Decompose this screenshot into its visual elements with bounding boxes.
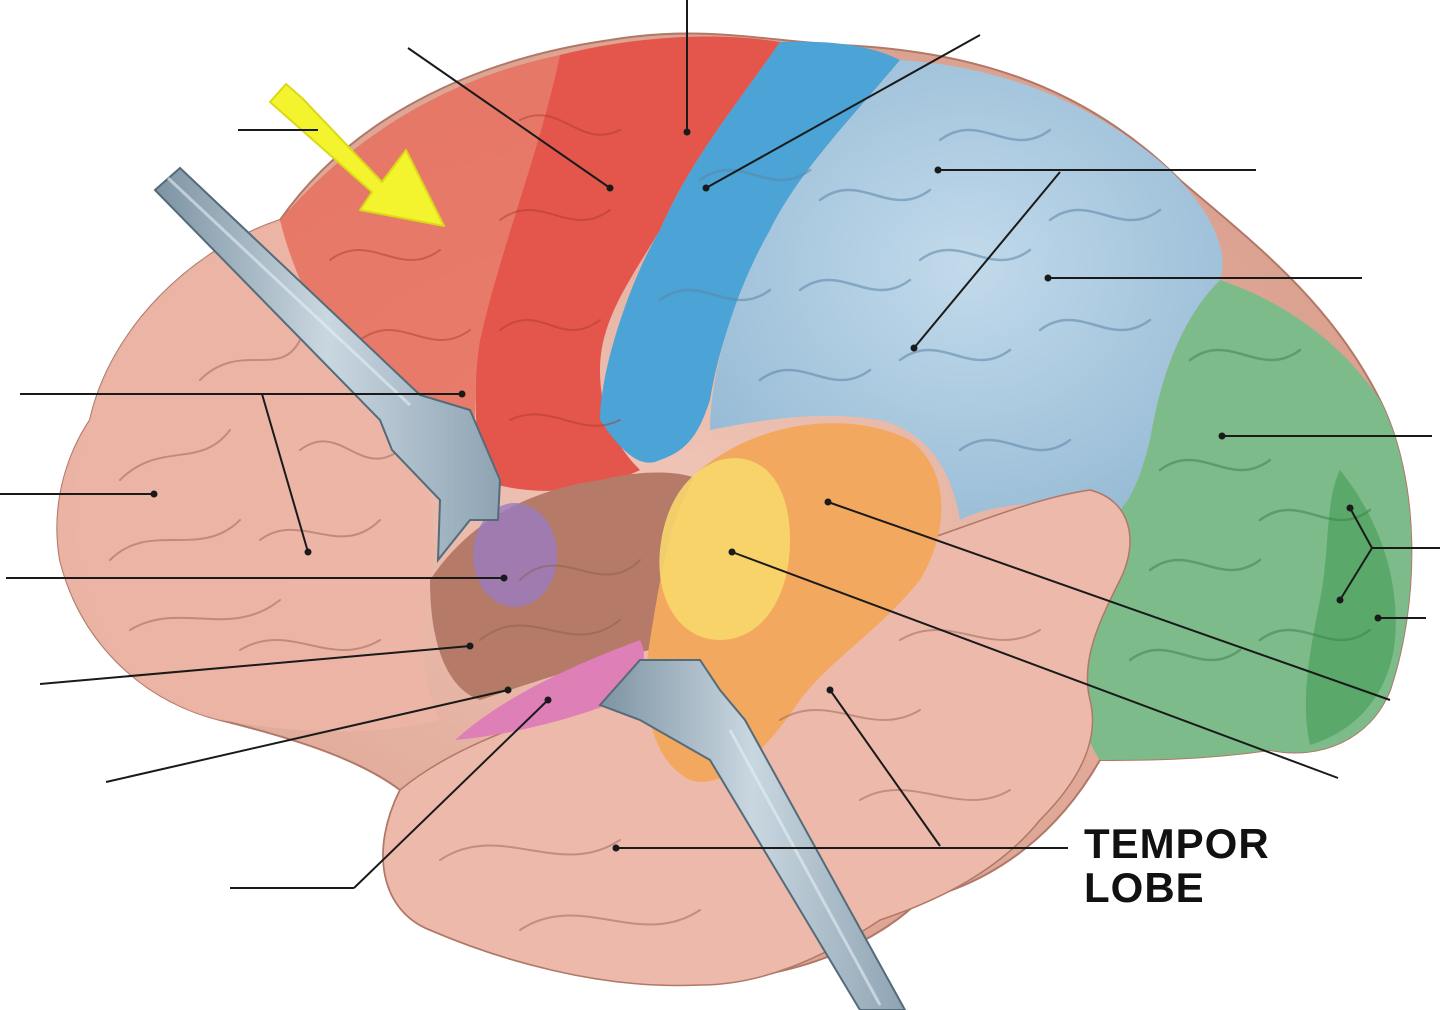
surgical-retractor-icon — [153, 166, 502, 563]
temporal-lobe-label-line-1: TEMPOR — [1084, 820, 1270, 867]
leader-line — [261, 393, 309, 553]
leader-line — [731, 551, 1339, 779]
yellow-arrow-icon — [269, 83, 445, 227]
leader-dots — [150, 128, 1382, 852]
leader-line — [39, 645, 471, 685]
temporal-lobe-label: TEMPOR LOBE — [1084, 822, 1270, 910]
leader-lines — [0, 0, 1440, 889]
parietal-association-cortex — [710, 60, 1223, 520]
gustatory-cortex — [455, 640, 644, 740]
leader-line — [1349, 507, 1373, 549]
prefrontal-cortex — [57, 220, 440, 732]
green-gyri-texture — [1128, 348, 1372, 662]
leader-line — [353, 699, 549, 889]
leader-line — [913, 171, 1061, 349]
leader-line — [407, 47, 611, 189]
leader-line — [105, 689, 509, 783]
surgical-retractor-icon — [598, 659, 907, 1010]
leader-line — [705, 34, 981, 189]
leader-line — [829, 689, 941, 847]
blue-gyri-texture — [658, 128, 1162, 452]
leader-line — [827, 501, 1391, 701]
primary-auditory-cortex — [659, 458, 790, 640]
leader-line — [1339, 547, 1373, 601]
brocas-area — [473, 503, 557, 607]
temporal-lobe-label-line-2: LOBE — [1084, 864, 1205, 911]
primary-visual-cortex — [1305, 470, 1396, 745]
gyri-texture — [109, 339, 1041, 931]
somatosensory-cortex — [600, 41, 900, 463]
primary-motor-cortex — [475, 36, 780, 491]
